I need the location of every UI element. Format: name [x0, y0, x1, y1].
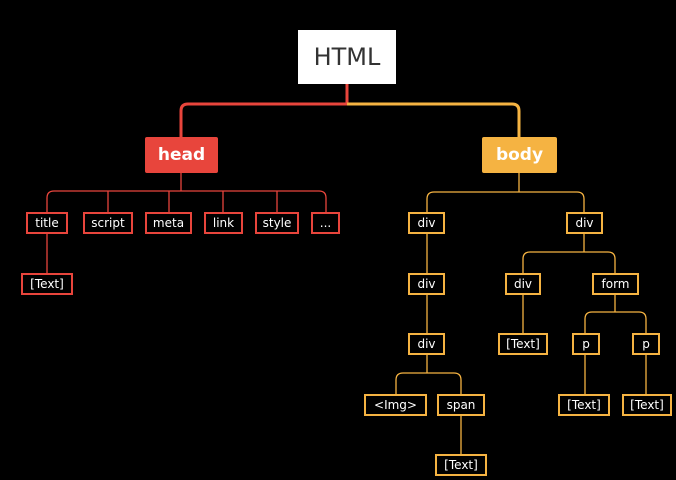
connector-form-rail [584, 311, 647, 333]
node-span: span [437, 394, 485, 416]
node-style: style [255, 212, 299, 234]
node-title-text: [Text] [21, 273, 73, 295]
connector-root-head [179, 102, 347, 137]
node-inner-div-text: [Text] [498, 333, 548, 355]
node-title: title [26, 212, 68, 234]
connector-head-rail [46, 190, 327, 212]
connector-body-rail [426, 191, 585, 212]
node-p2: p [632, 333, 660, 355]
node-form: form [592, 273, 639, 295]
connector-root-body [347, 102, 521, 137]
node-img: <Img> [364, 394, 427, 416]
node-inner-div: div [505, 273, 541, 295]
node-body-div-right: div [566, 212, 603, 234]
node-body-div-left: div [408, 212, 445, 234]
node-script: script [83, 212, 133, 234]
node-p1-text: [Text] [558, 394, 610, 416]
node-div-level2: div [408, 273, 445, 295]
node-meta: meta [145, 212, 192, 234]
node-body: body [482, 137, 557, 173]
node-ellipsis: ... [311, 212, 340, 234]
node-p2-text: [Text] [622, 394, 672, 416]
node-div-level3: div [408, 333, 445, 355]
node-html: HTML [298, 30, 396, 84]
node-head: head [145, 137, 218, 173]
node-p1: p [572, 333, 600, 355]
node-link: link [204, 212, 243, 234]
node-span-text: [Text] [435, 454, 487, 476]
connector-rdiv-rail [522, 251, 616, 273]
connector-div3-rail [395, 372, 462, 394]
